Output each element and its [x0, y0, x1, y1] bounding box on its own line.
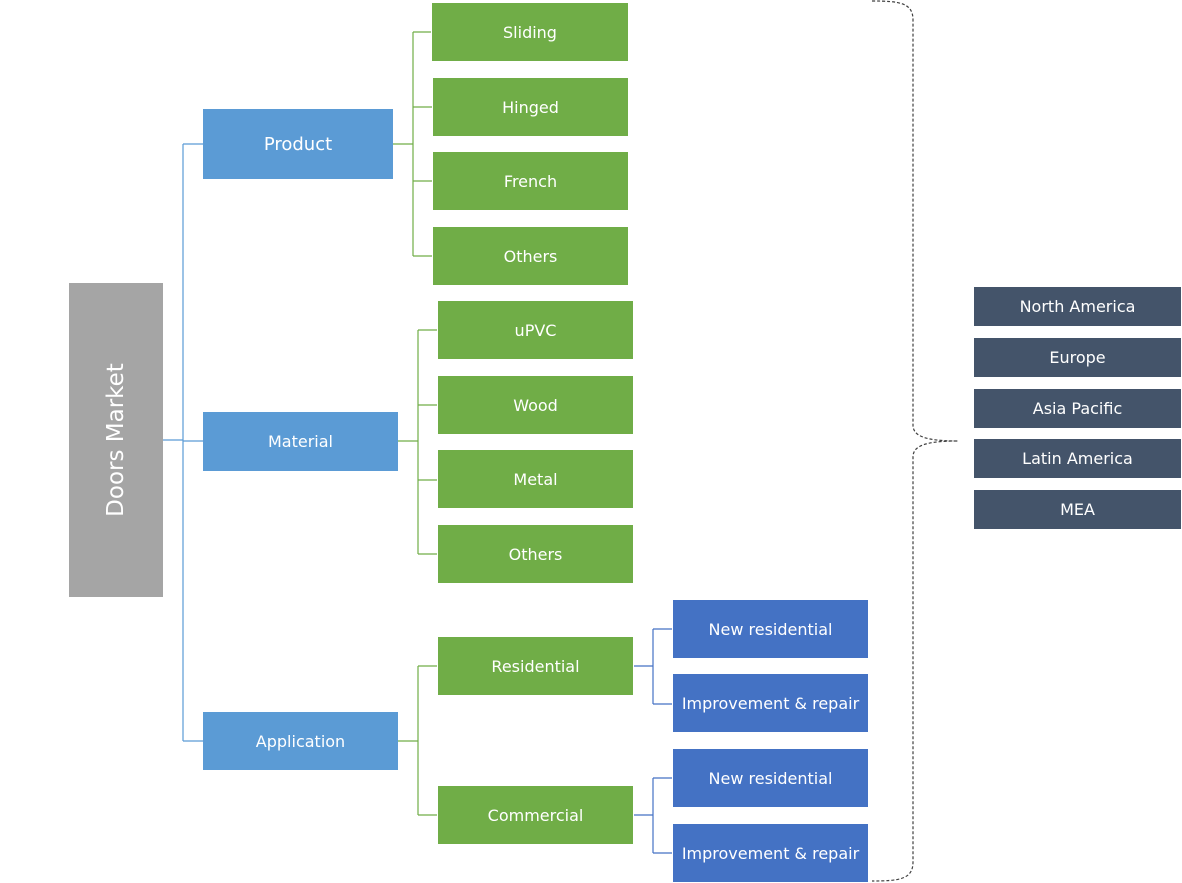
region-north-america: North America: [973, 286, 1182, 327]
region-brace: [871, 0, 959, 882]
region-europe: Europe: [973, 337, 1182, 378]
material-item-metal: Metal: [437, 449, 634, 509]
region-asia-pacific: Asia Pacific: [973, 388, 1182, 429]
product-item-sliding: Sliding: [431, 2, 629, 62]
material-item-wood: Wood: [437, 375, 634, 435]
material-item-upvc: uPVC: [437, 300, 634, 360]
material-connectors: [398, 329, 438, 555]
category-application: Application: [203, 712, 398, 770]
residential-improvement-repair: Improvement & repair: [672, 673, 869, 733]
application-commercial: Commercial: [437, 785, 634, 845]
category-material: Material: [203, 412, 398, 471]
root-connectors: [163, 143, 203, 742]
root-node: Doors Market: [69, 283, 163, 597]
application-connectors: [398, 665, 438, 816]
region-latin-america: Latin America: [973, 438, 1182, 479]
category-product: Product: [203, 109, 393, 179]
material-item-others: Others: [437, 524, 634, 584]
product-item-others: Others: [432, 226, 629, 286]
commercial-new-residential: New residential: [672, 748, 869, 808]
product-connectors: [393, 31, 432, 257]
root-label: Doors Market: [103, 363, 130, 517]
commercial-improvement-repair: Improvement & repair: [672, 823, 869, 883]
region-mea: MEA: [973, 489, 1182, 530]
application-residential: Residential: [437, 636, 634, 696]
product-item-hinged: Hinged: [432, 77, 629, 137]
subsegment-connectors: [633, 628, 673, 854]
product-item-french: French: [432, 151, 629, 211]
residential-new-residential: New residential: [672, 599, 869, 659]
